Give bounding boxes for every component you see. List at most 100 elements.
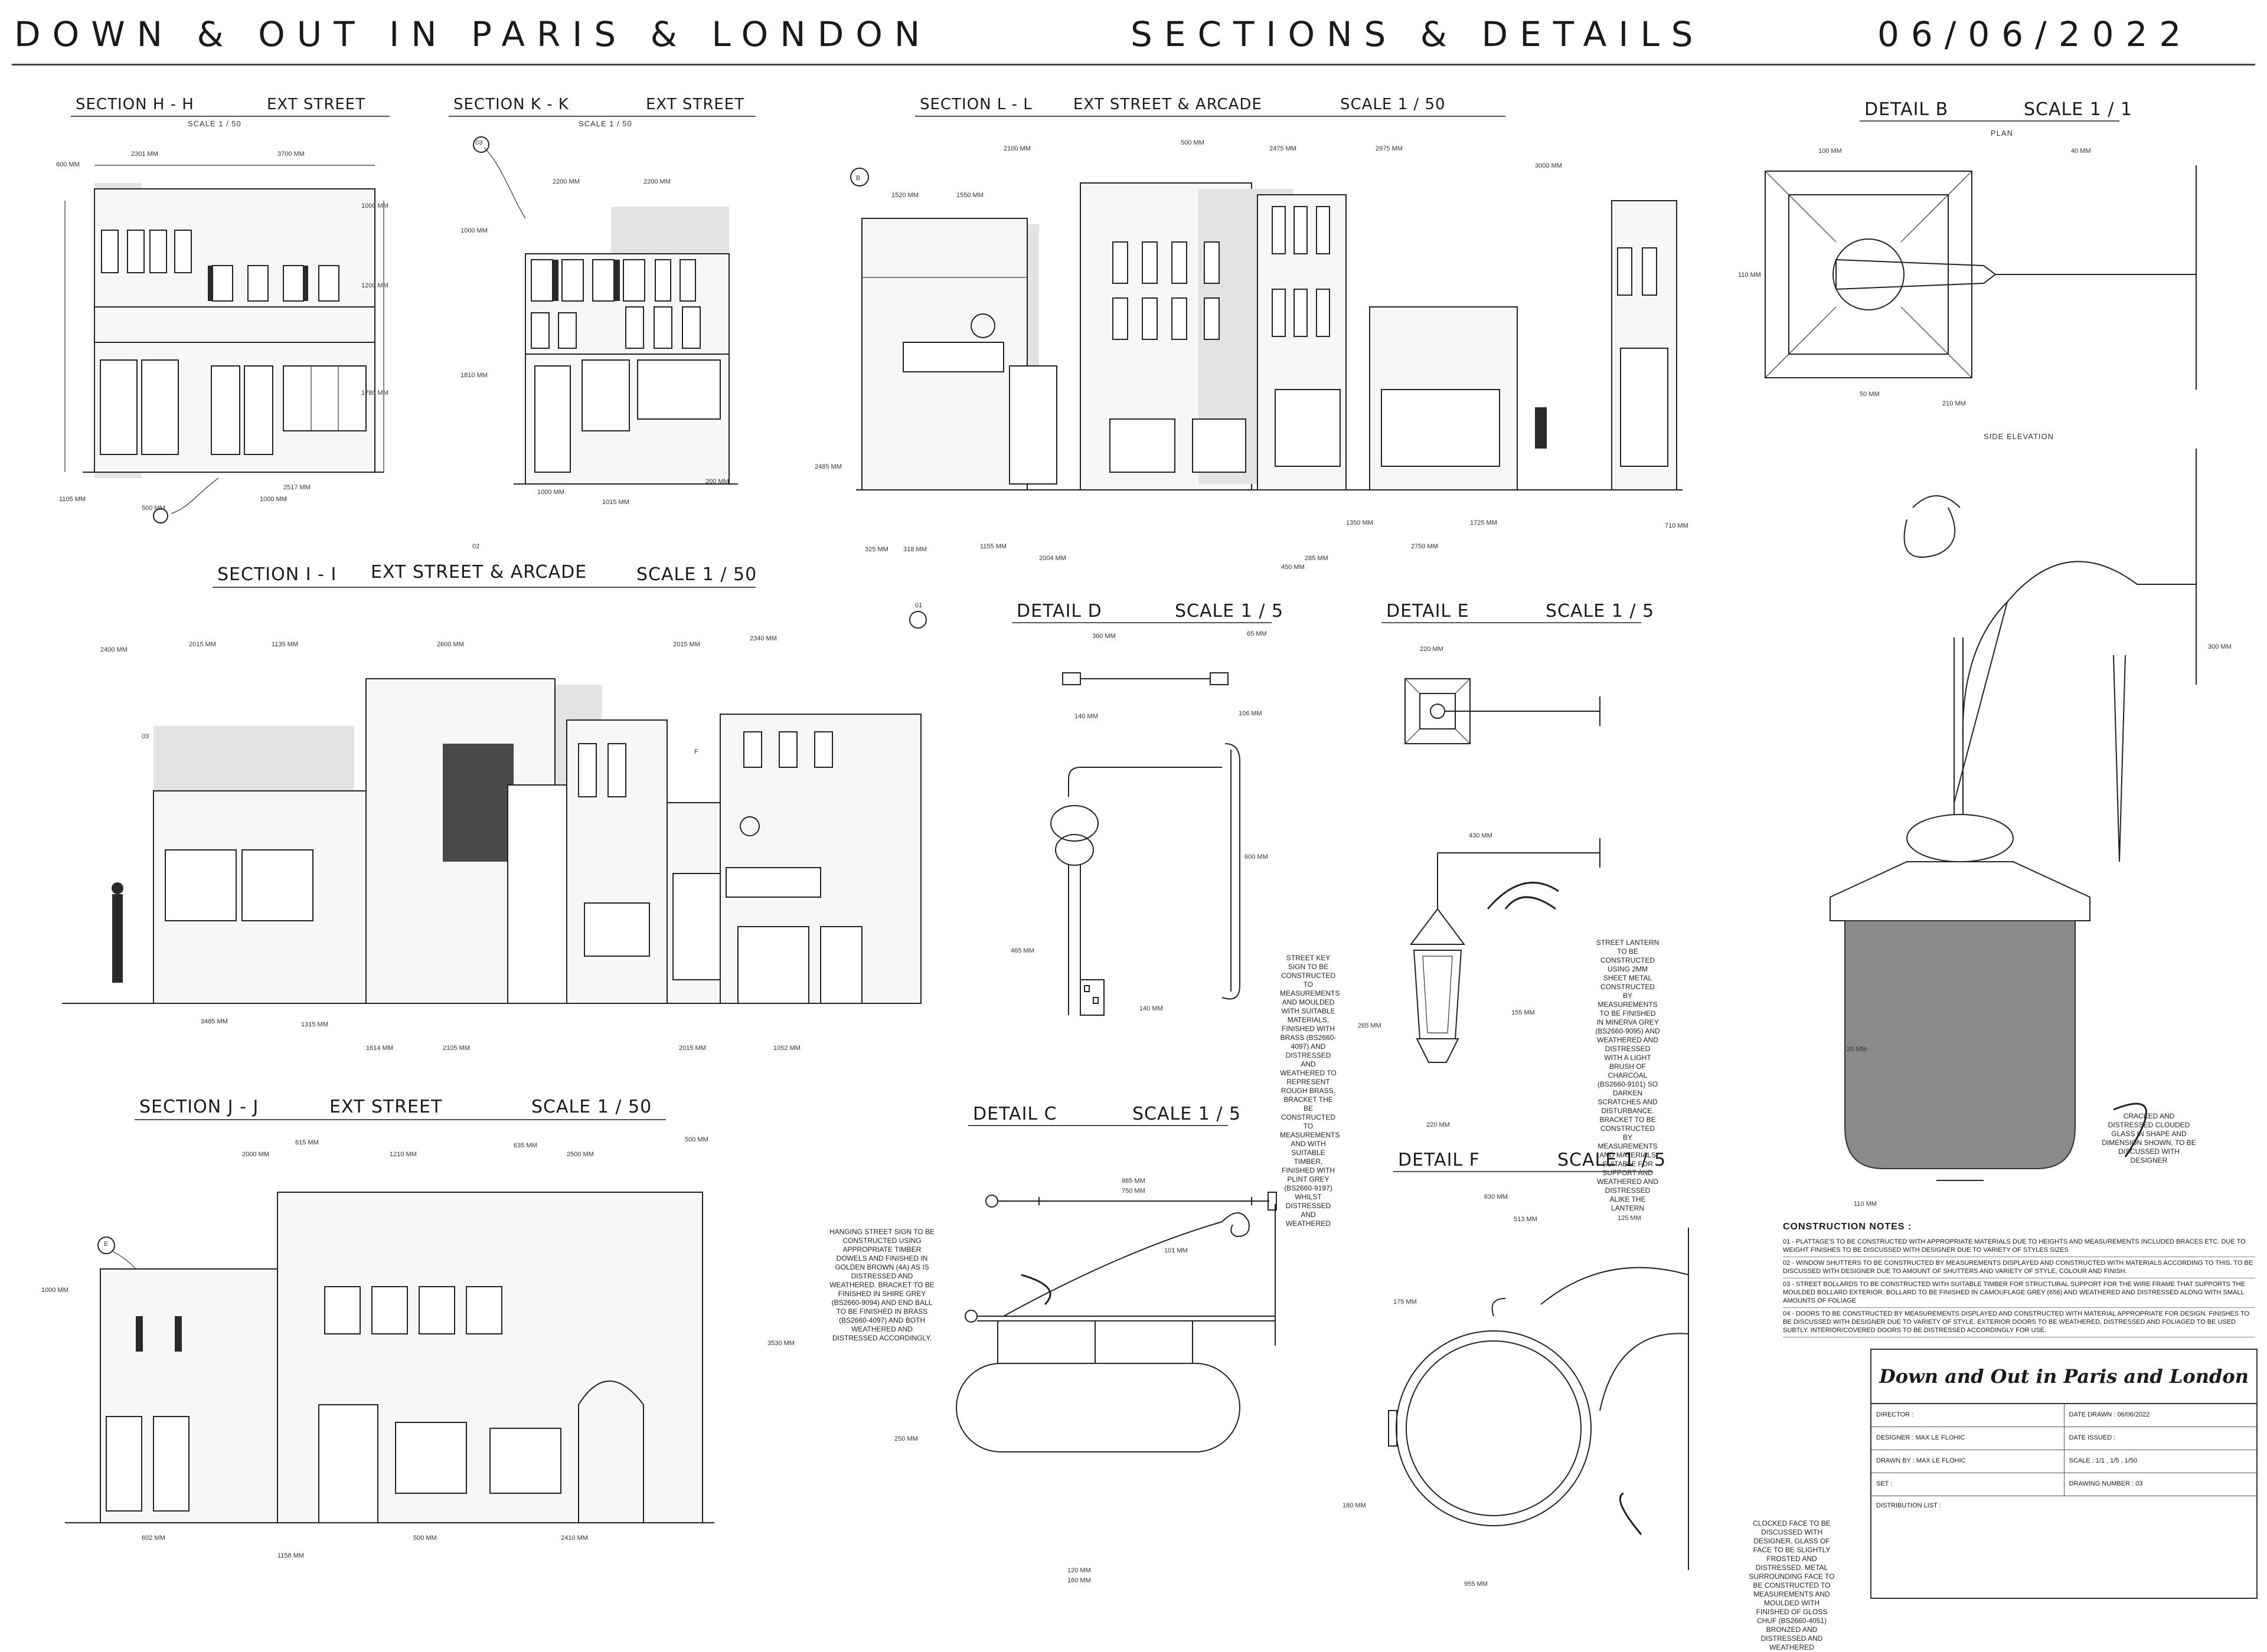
title-block-scale: SCALE : 1/1 , 1/5 , 1/50 xyxy=(2069,1457,2138,1464)
title-block-set: SET : xyxy=(1871,1473,2065,1496)
dim-jj-3: 1210 MM xyxy=(390,1151,417,1158)
section-ll-rule xyxy=(915,116,1505,117)
dim-jj-12: 2410 MM xyxy=(561,1535,588,1542)
dim-jj-2: 615 MM xyxy=(295,1139,319,1146)
dim-b-6: 300 MM xyxy=(2208,643,2232,650)
dim-c-5: 120 MM xyxy=(1067,1567,1091,1574)
dim-e-2: 430 MM xyxy=(1469,832,1492,839)
section-hh-scale: SCALE 1 / 50 xyxy=(188,119,241,128)
detail-d-scale: SCALE 1 / 5 xyxy=(1175,601,1284,621)
dim-f-3: 125 MM xyxy=(1618,1215,1641,1222)
construction-note-03: 03 - STREET BOLLARDS TO BE CONSTRUCTED W… xyxy=(1783,1278,2255,1308)
section-ii-scale: SCALE 1 / 50 xyxy=(636,564,757,585)
detail-b-plan-label: PLAN xyxy=(1991,129,2013,138)
construction-note-02: 02 - WINDOW SHUTTERS TO BE CONSTRUCTED B… xyxy=(1783,1257,2255,1278)
dim-ll-3: 2475 MM xyxy=(1269,145,1296,152)
detail-f-scale: SCALE 1 / 5 xyxy=(1557,1150,1667,1170)
dim-ii-7: 3485 MM xyxy=(201,1018,228,1025)
section-ll-title: SECTION L - L xyxy=(920,96,1033,113)
marker-03-kk: 03 xyxy=(475,139,483,146)
dim-ll-2: 500 MM xyxy=(1181,139,1204,146)
sheet-date: 06/06/2022 xyxy=(1877,14,2193,54)
dim-hh-7: 1105 MM xyxy=(59,496,86,503)
dim-kk-7: 200 MM xyxy=(705,478,729,485)
dim-c-2: 750 MM xyxy=(1122,1188,1145,1195)
title-block-row: DRAWN BY : MAX LE FLOHIC SCALE : 1/1 , 1… xyxy=(1871,1450,2256,1473)
detail-e-drawing xyxy=(1404,678,1600,1063)
dim-ll-5: 3000 MM xyxy=(1535,162,1562,169)
dim-ii-10: 2105 MM xyxy=(443,1045,470,1052)
detail-b-drawing xyxy=(1765,165,2197,1181)
title-block-distribution: DISTRIBUTION LIST : xyxy=(1876,1502,1941,1509)
section-jj-subtitle: EXT STREET xyxy=(329,1097,443,1117)
dim-ll-12: 1155 MM xyxy=(980,543,1007,550)
section-hh-subtitle: EXT STREET xyxy=(267,96,366,113)
marker-01: 01 xyxy=(915,602,923,609)
dim-ii-6: 2340 MM xyxy=(750,635,777,642)
dim-b-4: 50 MM xyxy=(1860,391,1880,398)
dim-ll-14: 325 MM xyxy=(865,546,888,553)
dim-c-1: 885 MM xyxy=(1122,1177,1145,1185)
dim-f-4: 175 MM xyxy=(1393,1298,1417,1306)
dim-d-2: 65 MM xyxy=(1247,630,1267,637)
detail-c-note: HANGING STREET SIGN TO BE CONSTRUCTED US… xyxy=(829,1228,935,1342)
detail-e-scale: SCALE 1 / 5 xyxy=(1546,601,1655,621)
title-block-drawn-by: DRAWN BY : MAX LE FLOHIC xyxy=(1871,1450,2065,1473)
detail-d-drawing xyxy=(1050,672,1240,1016)
section-kk-subtitle: EXT STREET xyxy=(646,96,745,113)
detail-e-rule xyxy=(1381,622,1641,623)
detail-b-title: DETAIL B xyxy=(1864,99,1949,120)
section-hh-drawing xyxy=(64,165,384,524)
detail-f-drawing xyxy=(1388,1228,1689,1570)
title-block-row: DIRECTOR : DATE DRAWN : 06/06/2022 xyxy=(1871,1404,2256,1427)
detail-b-note: CRACKED AND DISTRESSED CLOUDED GLASS IN … xyxy=(2102,1112,2196,1164)
dim-e-5: 220 MM xyxy=(1426,1121,1450,1128)
dim-hh-9: 1000 MM xyxy=(260,496,287,503)
title-block-director: DIRECTOR : xyxy=(1871,1404,2065,1427)
section-jj-title: SECTION J - J xyxy=(139,1097,259,1117)
dim-b-1: 100 MM xyxy=(1818,148,1842,155)
construction-note-04: 04 - DOORS TO BE CONSTRUCTED BY MEASUREM… xyxy=(1783,1308,2255,1337)
dim-kk-3: 1000 MM xyxy=(460,227,488,234)
dim-ll-8: 2485 MM xyxy=(815,463,842,470)
section-ii-title: SECTION I - I xyxy=(217,564,337,585)
dim-kk-6: 1015 MM xyxy=(602,499,629,506)
dim-b-7: 20 MM xyxy=(1847,1046,1867,1053)
dim-jj-4: 635 MM xyxy=(514,1142,537,1149)
dim-ll-17: 285 MM xyxy=(1305,555,1328,562)
detail-e-note: STREET LANTERN TO BE CONSTRUCTED USING 2… xyxy=(1595,938,1660,1212)
dim-jj-6: 500 MM xyxy=(685,1136,708,1143)
dim-ll-10: 2750 MM xyxy=(1411,543,1438,550)
dim-jj-7: 1000 MM xyxy=(41,1287,68,1294)
detail-c-scale: SCALE 1 / 5 xyxy=(1132,1104,1242,1124)
dim-hh-4: 1000 MM xyxy=(361,202,388,210)
dim-c-6: 160 MM xyxy=(1067,1577,1091,1584)
marker-02: 02 xyxy=(472,543,480,550)
section-kk-rule xyxy=(449,116,756,117)
detail-e-title: DETAIL E xyxy=(1386,601,1469,621)
dim-hh-3: 600 MM xyxy=(56,161,80,168)
dim-f-1: 630 MM xyxy=(1484,1193,1508,1200)
dim-ll-16: 450 MM xyxy=(1281,564,1305,571)
title-block-drawing-number: DRAWING NUMBER : 03 xyxy=(2069,1480,2143,1487)
section-ll-subtitle: EXT STREET & ARCADE xyxy=(1073,96,1262,113)
dim-ll-9: 1350 MM xyxy=(1346,519,1373,526)
dim-hh-8: 500 MM xyxy=(142,505,165,512)
detail-f-note: CLOCKED FACE TO BE DISCUSSED WITH DESIGN… xyxy=(1749,1519,1835,1651)
dim-ii-12: 1052 MM xyxy=(773,1045,801,1052)
detail-b-scale: SCALE 1 / 1 xyxy=(2024,99,2133,120)
section-kk-scale: SCALE 1 / 50 xyxy=(579,119,632,128)
dim-ii-8: 1315 MM xyxy=(301,1021,328,1028)
dim-kk-2: 2200 MM xyxy=(643,178,671,185)
dim-e-4: 265 MM xyxy=(1358,1022,1381,1029)
dim-jj-1: 2000 MM xyxy=(242,1151,269,1158)
dim-jj-5: 2500 MM xyxy=(567,1151,594,1158)
dim-ii-3: 1135 MM xyxy=(272,641,299,648)
marker-b: B xyxy=(856,175,861,182)
dim-hh-6: 1780 MM xyxy=(361,390,388,397)
construction-notes-title: CONSTRUCTION NOTES : xyxy=(1783,1222,1912,1232)
detail-b-rule xyxy=(1860,120,2119,122)
dim-ll-1: 2100 MM xyxy=(1004,145,1031,152)
dim-ii-1: 2400 MM xyxy=(100,646,128,653)
section-ii-rule xyxy=(213,587,756,588)
